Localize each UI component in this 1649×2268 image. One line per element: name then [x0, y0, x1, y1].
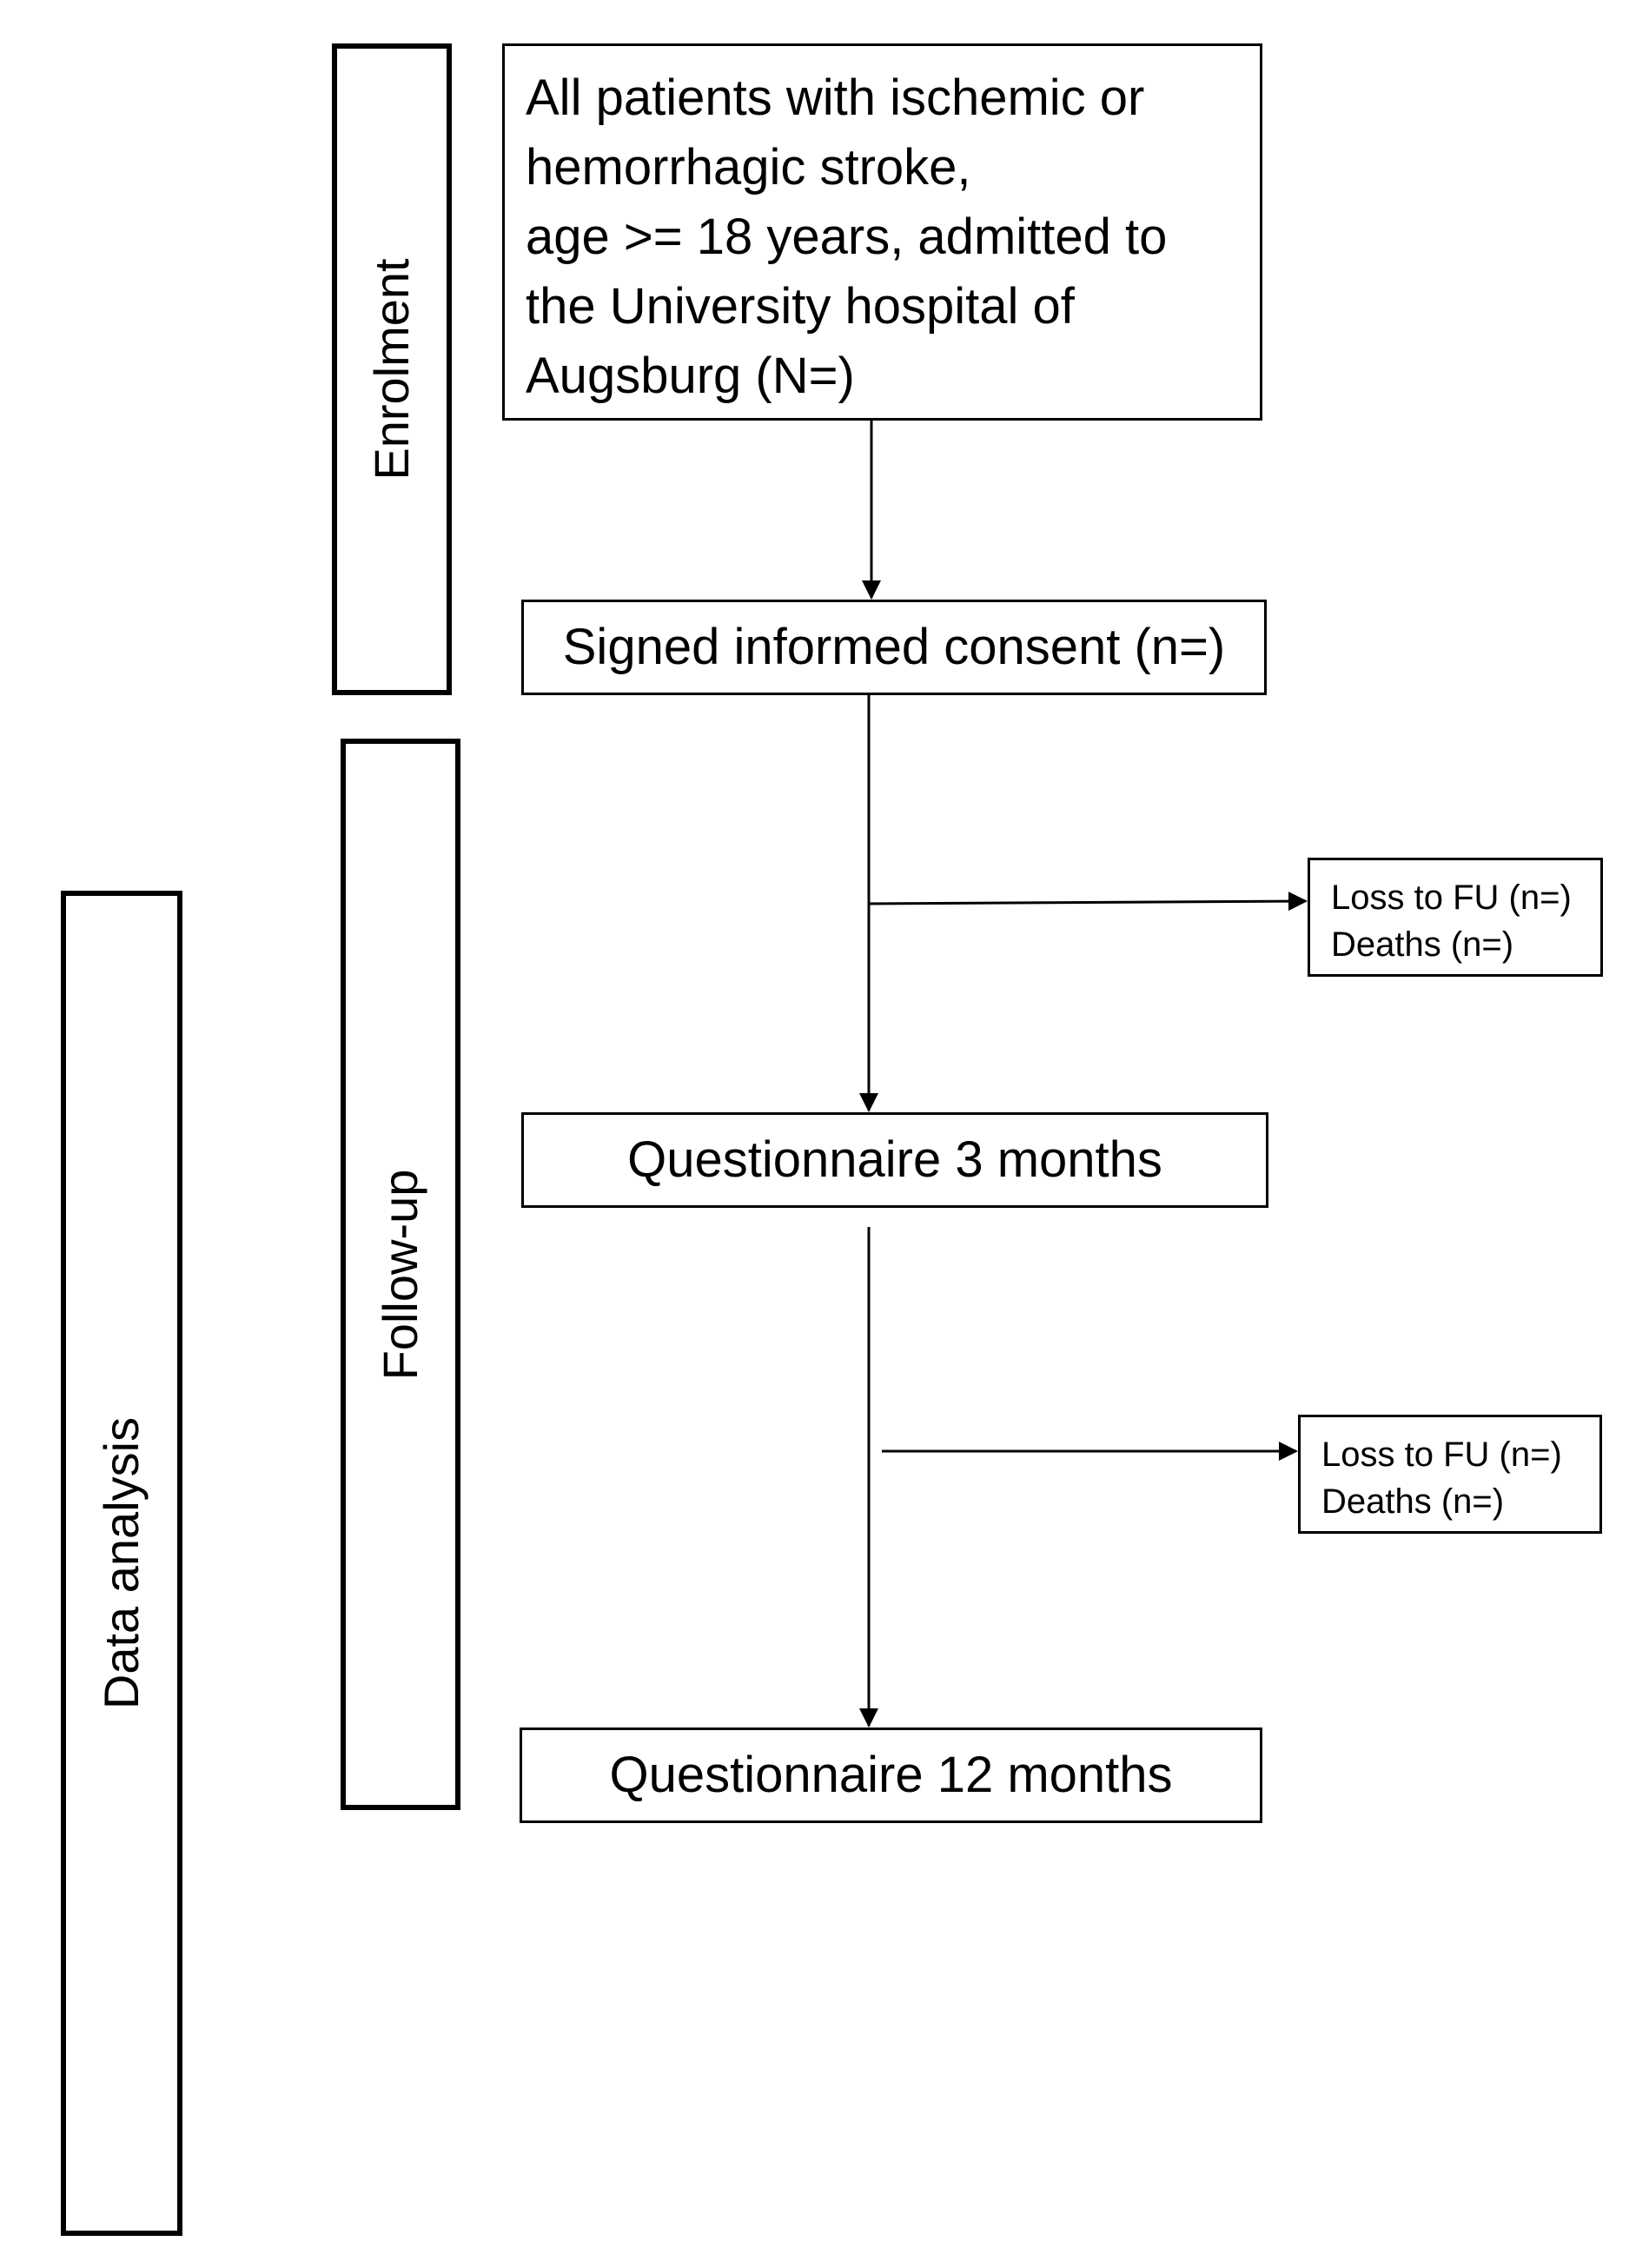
- box-questionnaire-12-months: Questionnaire 12 months: [520, 1728, 1262, 1823]
- box-questionnaire-3-months: Questionnaire 3 months: [521, 1112, 1268, 1208]
- box-all-patients-line-1: All patients with ischemic or: [526, 70, 1145, 126]
- box-questionnaire-12-months-label: Questionnaire 12 months: [609, 1747, 1173, 1803]
- box-consent: Signed informed consent (n=): [521, 600, 1267, 695]
- exclusion-2-deaths: Deaths (n=): [1321, 1482, 1505, 1521]
- phase-follow-up: Follow-up: [341, 739, 460, 1810]
- arrow-to-exclusion-1: [868, 892, 1308, 912]
- exclusion-2-loss: Loss to FU (n=): [1321, 1436, 1562, 1474]
- box-exclusion-1: Loss to FU (n=) Deaths (n=): [1308, 858, 1603, 977]
- box-all-patients: All patients with ischemic or hemorrhagi…: [502, 43, 1262, 421]
- box-all-patients-line-5: Augsburg (N=): [526, 348, 855, 404]
- phase-data-analysis: Data analysis: [61, 891, 182, 2236]
- box-exclusion-2: Loss to FU (n=) Deaths (n=): [1298, 1415, 1602, 1534]
- box-consent-label: Signed informed consent (n=): [562, 619, 1226, 675]
- box-questionnaire-3-months-label: Questionnaire 3 months: [627, 1131, 1162, 1188]
- box-all-patients-line-3: age >= 18 years, admitted to: [526, 209, 1168, 265]
- box-all-patients-line-4: the University hospital of: [526, 278, 1075, 335]
- exclusion-1-deaths: Deaths (n=): [1331, 925, 1514, 964]
- box-all-patients-line-2: hemorrhagic stroke,: [526, 139, 971, 196]
- exclusion-1-loss: Loss to FU (n=): [1331, 879, 1572, 917]
- phase-enrolment: Enrolment: [332, 43, 452, 695]
